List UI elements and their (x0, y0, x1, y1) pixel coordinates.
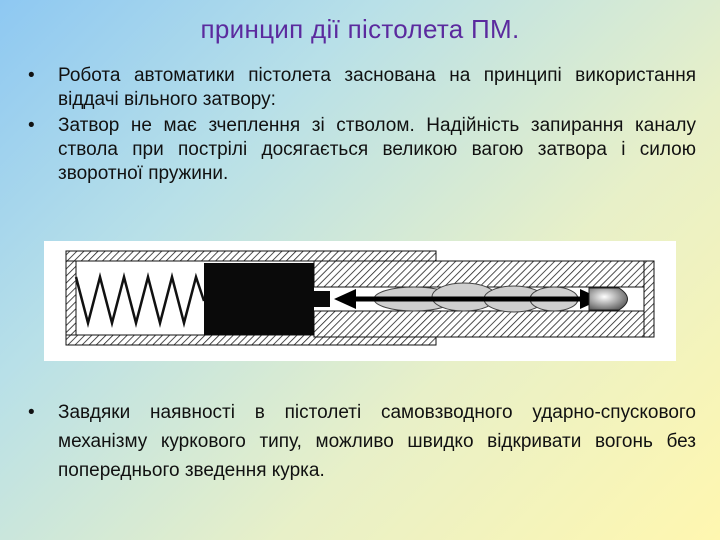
bullet-list-bottom: • Завдяки наявності в пістолеті самовзво… (28, 398, 696, 487)
barrel-upper (313, 260, 655, 288)
bullet-text: Завдяки наявності в пістолеті самовзводн… (58, 402, 696, 481)
bullet-text: Затвор не має зчеплення зі стволом. Наді… (58, 115, 696, 184)
bolt-face (314, 291, 330, 307)
barrel-lower (313, 310, 655, 338)
slide-title: принцип дії пістолета ПМ. (200, 14, 520, 44)
frame-top-wall (65, 250, 437, 262)
bullet-marker: • (28, 402, 35, 423)
return-spring (74, 272, 206, 328)
bullet-list-top: • Робота автоматики пістолета заснована … (28, 64, 696, 188)
bullet-item: • Затвор не має зчеплення зі стволом. На… (28, 114, 696, 186)
recoil-arrow (334, 289, 484, 309)
bullet-marker: • (28, 115, 35, 136)
blowback-diagram-svg (65, 250, 655, 346)
bullet-item: • Завдяки наявності в пістолеті самовзво… (28, 398, 696, 485)
frame-left-wall (65, 258, 77, 342)
blowback-diagram (44, 241, 676, 361)
bolt-block (204, 263, 314, 335)
bullet-projectile (588, 287, 628, 311)
barrel-end (643, 260, 655, 338)
bullet-item: • Робота автоматики пістолета заснована … (28, 64, 696, 112)
bullet-marker: • (28, 65, 35, 86)
bullet-text: Робота автоматики пістолета заснована на… (58, 65, 696, 110)
